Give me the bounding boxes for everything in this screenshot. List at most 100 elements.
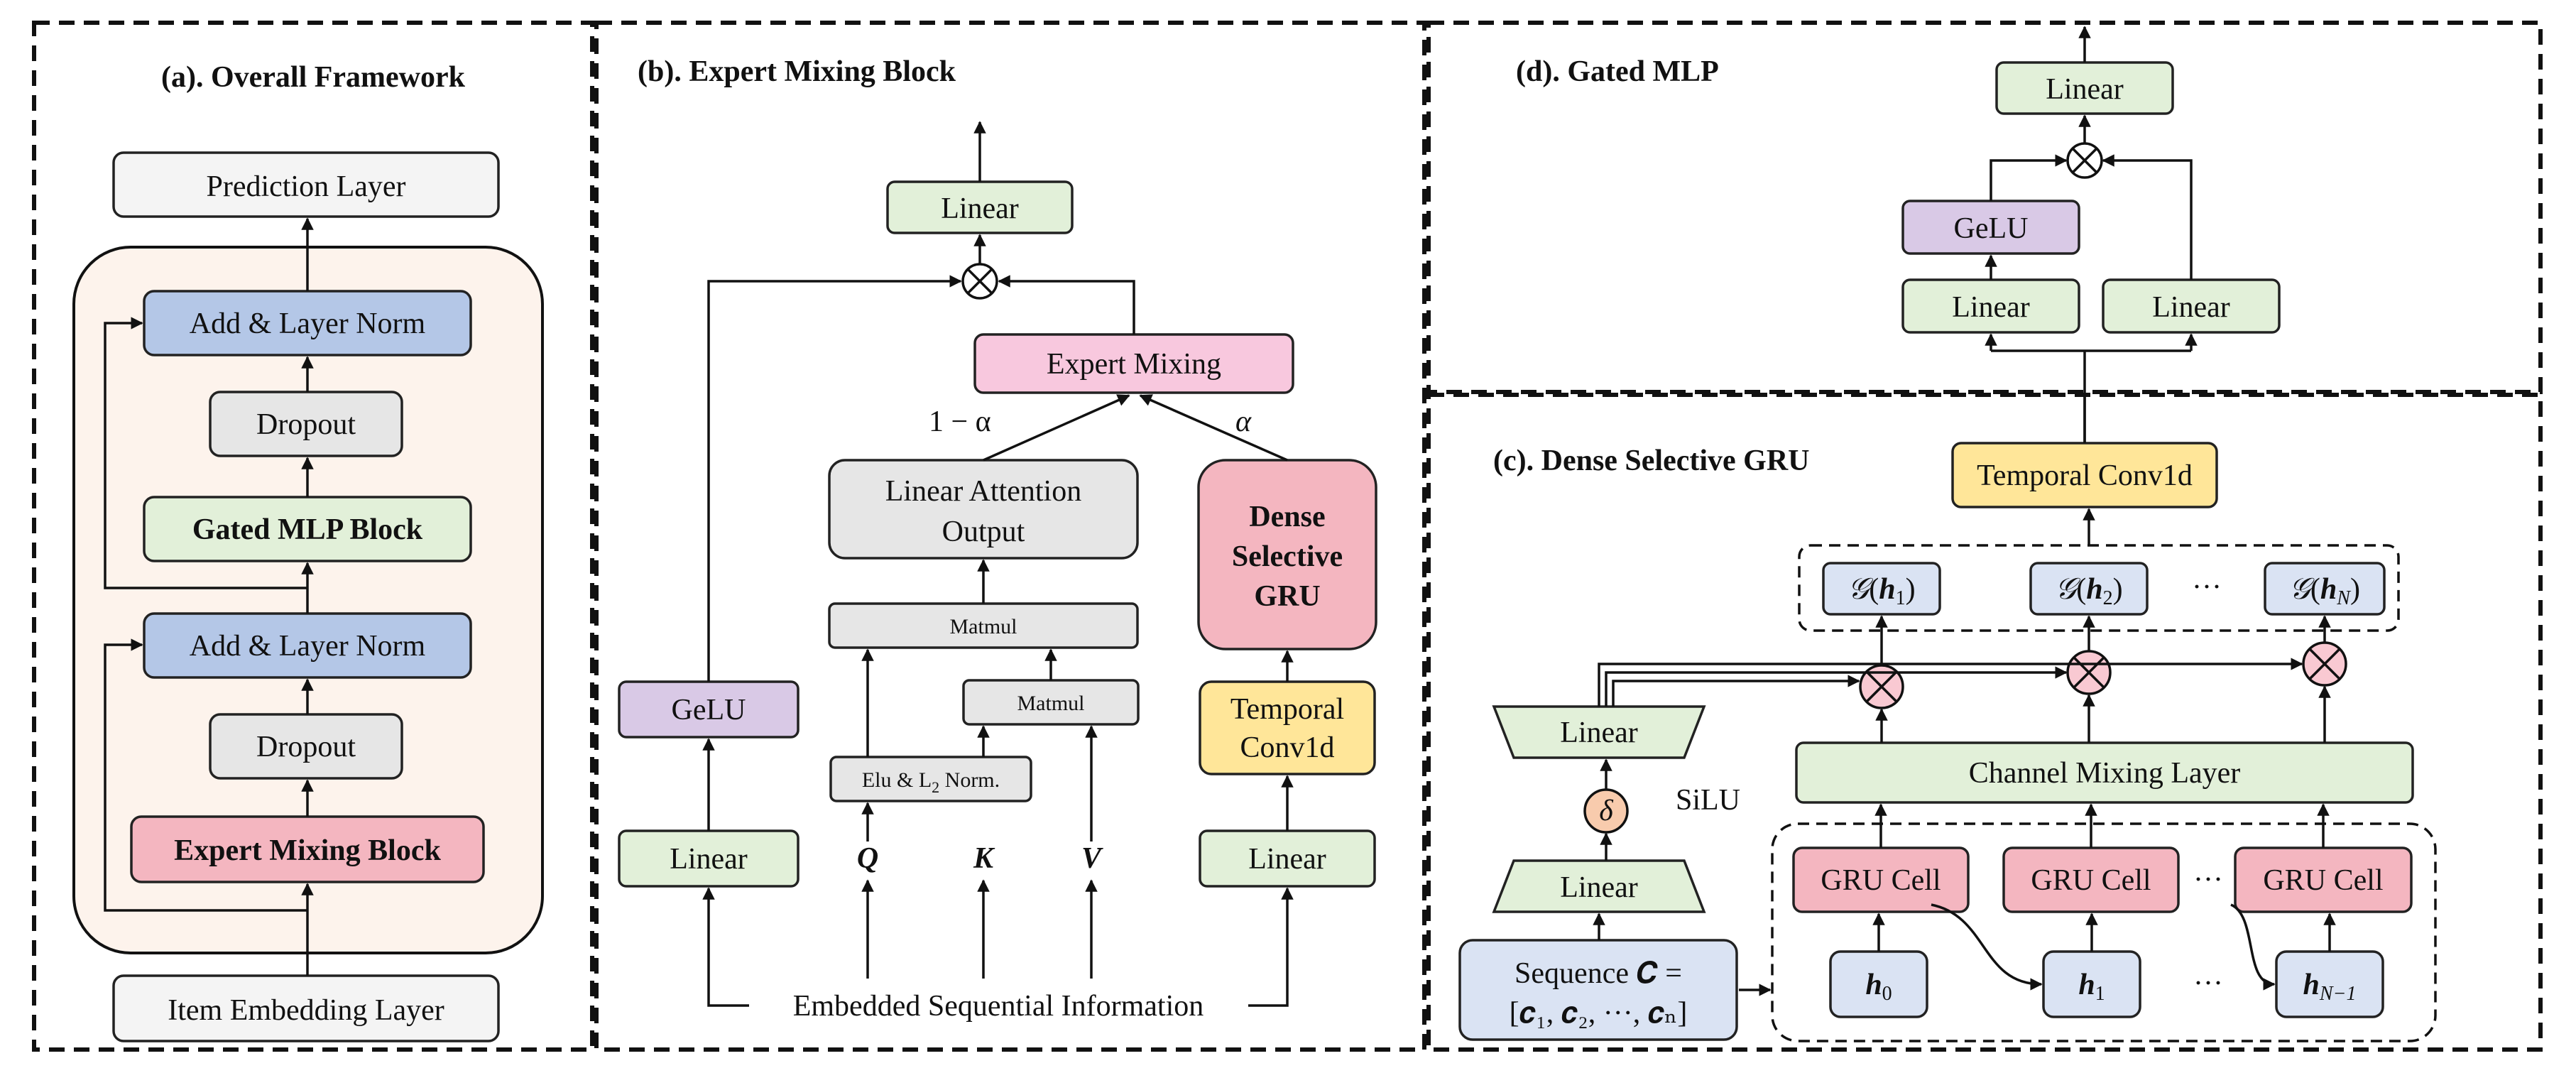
svg-text:Output: Output	[942, 516, 1025, 548]
svg-text:Linear: Linear	[670, 843, 748, 876]
d-linear-right: Linear	[2102, 278, 2281, 334]
panel-b-arrows	[702, 121, 1294, 1007]
c-multiply-3	[2302, 641, 2347, 687]
svg-text:𝒢(h2): 𝒢(h2)	[2055, 573, 2122, 609]
panel-d-title: (d). Gated MLP	[1516, 55, 1719, 88]
c-linear-top: Linear	[1492, 705, 1706, 759]
item-embedding-layer: Item Embedding Layer	[112, 974, 500, 1042]
b-v: V	[1081, 842, 1103, 875]
svg-text:[𝒄₁, 𝒄₂, ···, 𝒄ₙ]: [𝒄₁, 𝒄₂, ···, 𝒄ₙ]	[1510, 997, 1688, 1030]
b-k: K	[973, 842, 995, 875]
b-elu-norm: Elu & L2 Norm.	[829, 756, 1032, 802]
b-matmul-mid: Matmul	[962, 679, 1140, 726]
svg-text:h0: h0	[1865, 969, 1892, 1005]
svg-text:Linear: Linear	[1952, 291, 2030, 324]
c-silu-label: SiLU	[1676, 784, 1740, 817]
svg-text:𝒢(h1): 𝒢(h1)	[1848, 573, 1915, 609]
c-g-hN: 𝒢(hN)	[2264, 562, 2386, 616]
svg-text:Temporal: Temporal	[1230, 693, 1344, 726]
b-matmul-top: Matmul	[828, 602, 1139, 649]
svg-text:Selective: Selective	[1232, 540, 1343, 573]
c-sequence-input: Sequence 𝑪 = [𝒄₁, 𝒄₂, ···, 𝒄ₙ]	[1458, 939, 1738, 1041]
dropout-top: Dropout	[209, 391, 403, 457]
c-g-ellipsis: ···	[2192, 571, 2222, 604]
d-linear-top: Linear	[1995, 61, 2174, 115]
d-multiply-icon	[2066, 142, 2103, 179]
c-gru-cell-2: GRU Cell	[2002, 846, 2180, 913]
panel-b-frame	[594, 21, 1426, 1052]
panel-a-title: (a). Overall Framework	[161, 61, 466, 94]
b-linear-attention-output: Linear Attention Output	[828, 459, 1139, 560]
b-multiply-icon	[961, 263, 998, 300]
c-gru-group	[1771, 822, 2437, 1042]
svg-text:GRU Cell: GRU Cell	[2263, 864, 2383, 897]
b-expert-mixing: Expert Mixing	[973, 333, 1294, 394]
svg-text:Elu & L2 Norm.: Elu & L2 Norm.	[862, 768, 1000, 796]
c-gru-cell-3: GRU Cell	[2234, 846, 2413, 913]
c-h1: h1	[2042, 950, 2141, 1018]
svg-text:Expert Mixing: Expert Mixing	[1047, 348, 1221, 381]
b-dense-selective-gru: Dense Selective GRU	[1197, 459, 1377, 650]
panel-d-frame	[1426, 21, 2543, 394]
svg-text:hN−1: hN−1	[2303, 969, 2357, 1005]
svg-text:Expert Mixing Block: Expert Mixing Block	[174, 834, 441, 867]
svg-text:Prediction Layer: Prediction Layer	[206, 170, 405, 203]
c-hN-1: hN−1	[2275, 950, 2384, 1018]
c-h-ellipsis: ···	[2193, 967, 2223, 1000]
svg-text:Conv1d: Conv1d	[1240, 731, 1334, 764]
svg-text:Dropout: Dropout	[256, 731, 356, 763]
svg-text:Dropout: Dropout	[256, 408, 356, 441]
c-temporal-conv1d: Temporal Conv1d	[1951, 442, 2218, 508]
svg-text:GRU: GRU	[1254, 580, 1320, 613]
svg-text:Linear: Linear	[1248, 843, 1326, 876]
svg-text:GeLU: GeLU	[672, 694, 746, 726]
svg-text:GeLU: GeLU	[1954, 212, 2029, 245]
svg-text:Matmul: Matmul	[950, 615, 1017, 638]
b-q: Q	[857, 842, 878, 875]
gated-mlp-block: Gated MLP Block	[143, 496, 472, 562]
svg-text:Item Embedding Layer: Item Embedding Layer	[168, 994, 444, 1027]
panel-b-title: (b). Expert Mixing Block	[638, 55, 956, 88]
svg-text:δ: δ	[1599, 795, 1614, 827]
c-gru-ellipsis: ···	[2193, 864, 2223, 896]
svg-text:Add & Layer Norm: Add & Layer Norm	[190, 630, 426, 663]
svg-text:GRU Cell: GRU Cell	[2031, 864, 2151, 897]
svg-text:Sequence 𝑪 =: Sequence 𝑪 =	[1515, 957, 1682, 990]
dropout-bottom: Dropout	[209, 713, 403, 780]
svg-text:Gated MLP Block: Gated MLP Block	[192, 513, 423, 546]
svg-text:h1: h1	[2078, 969, 2105, 1005]
svg-text:Linear: Linear	[2046, 73, 2124, 106]
panel-c-title: (c). Dense Selective GRU	[1493, 445, 1810, 477]
svg-text:Linear Attention: Linear Attention	[885, 475, 1081, 508]
svg-text:Add & Layer Norm: Add & Layer Norm	[190, 307, 426, 340]
b-linear-right: Linear	[1199, 829, 1376, 888]
c-channel-mixing-layer: Channel Mixing Layer	[1795, 741, 2414, 804]
b-linear-top: Linear	[886, 180, 1074, 234]
panel-a-frame	[32, 21, 594, 1052]
d-gelu: GeLU	[1901, 200, 2080, 255]
svg-text:Channel Mixing Layer: Channel Mixing Layer	[1969, 757, 2241, 790]
svg-text:Linear: Linear	[1560, 717, 1638, 749]
expert-mixing-block: Expert Mixing Block	[130, 815, 485, 883]
prediction-layer: Prediction Layer	[112, 151, 500, 218]
c-linear-bottom: Linear	[1492, 859, 1706, 913]
add-norm-bottom: Add & Layer Norm	[143, 612, 472, 679]
c-h0: h0	[1829, 950, 1928, 1018]
panel-c-frame	[1426, 393, 2543, 1052]
b-alpha: α	[1235, 405, 1252, 438]
c-multiply-2	[2066, 650, 2112, 695]
svg-text:Linear: Linear	[2152, 291, 2230, 324]
svg-text:Dense: Dense	[1249, 501, 1325, 533]
c-gru-cell-1: GRU Cell	[1792, 846, 1970, 913]
c-g-h2: 𝒢(h2)	[2029, 562, 2149, 616]
svg-text:GRU Cell: GRU Cell	[1821, 864, 1941, 897]
svg-text:Temporal Conv1d: Temporal Conv1d	[1977, 459, 2193, 492]
svg-text:Linear: Linear	[1560, 871, 1638, 904]
svg-text:Linear: Linear	[941, 192, 1019, 225]
svg-text:𝒢(hN): 𝒢(hN)	[2289, 573, 2360, 609]
c-multiply-1	[1859, 664, 1904, 709]
panel-c-arrows	[1593, 395, 2336, 996]
c-output-group	[1798, 544, 2400, 632]
b-linear-left: Linear	[618, 829, 799, 888]
